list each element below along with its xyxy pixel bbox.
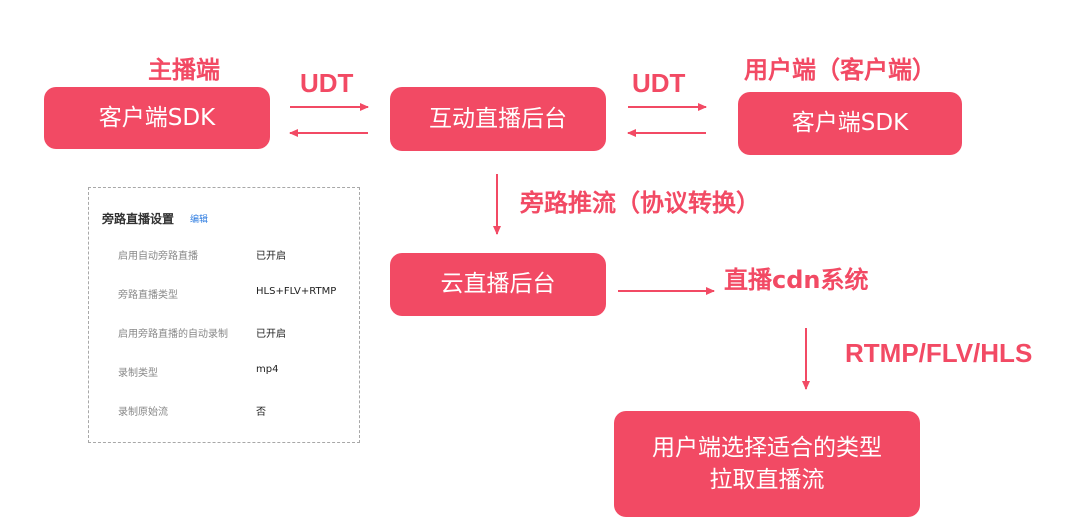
settings-row-value: mp4 [256, 364, 279, 375]
cloud-backend-text: 云直播后台 [440, 271, 556, 298]
settings-row-label: 启用旁路直播的自动录制 [118, 329, 228, 340]
anchor-sdk-node: 客户端SDK [44, 87, 270, 149]
viewer-pull-line-1: 用户端选择适合的类型 [652, 434, 882, 461]
bypass-settings-panel: 旁路直播设置 编辑 启用自动旁路直播 已开启 旁路直播类型 HLS+FLV+RT… [88, 187, 360, 443]
udt-label-right: UDT [632, 68, 686, 98]
settings-row-label: 录制类型 [118, 368, 158, 379]
settings-edit-link[interactable]: 编辑 [190, 215, 209, 225]
bypass-label: 旁路推流（协议转换） [520, 189, 760, 217]
udt-label-left: UDT [300, 68, 354, 98]
viewer-pull-node: 用户端选择适合的类型 拉取直播流 [614, 411, 920, 517]
viewer-pull-line-2: 拉取直播流 [709, 467, 825, 493]
settings-row-value: 已开启 [256, 329, 286, 340]
cdn-label: 直播cdn系统 [724, 266, 869, 294]
anchor-sdk-text: 客户端SDK [98, 104, 216, 131]
interactive-backend-text: 互动直播后台 [429, 105, 567, 132]
cloud-backend-node: 云直播后台 [390, 253, 606, 316]
protocols-label: RTMP/FLV/HLS [845, 338, 1033, 368]
settings-row-value: 已开启 [256, 251, 286, 262]
interactive-backend-node: 互动直播后台 [390, 87, 606, 151]
viewer-sdk-text: 客户端SDK [791, 110, 909, 137]
settings-row-value: 否 [256, 407, 266, 418]
settings-row-label: 录制原始流 [118, 407, 168, 418]
viewer-sdk-node: 客户端SDK [738, 92, 962, 155]
settings-row-label: 旁路直播类型 [118, 290, 178, 301]
anchor-label: 主播端 [148, 56, 220, 84]
viewer-label: 用户端（客户端） [744, 56, 936, 84]
settings-title: 旁路直播设置 [102, 212, 175, 226]
settings-row-label: 启用自动旁路直播 [118, 251, 198, 262]
settings-row-value: HLS+FLV+RTMP [256, 286, 337, 297]
